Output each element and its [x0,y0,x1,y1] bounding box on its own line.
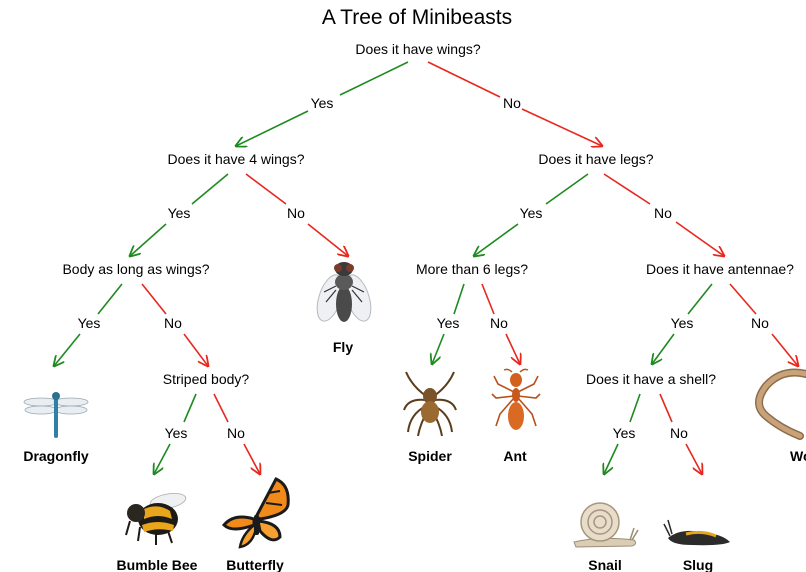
question-striped: Striped body? [163,371,249,387]
edge-more-legs-no-a [482,284,494,314]
edge-legs-no-b [676,222,724,256]
answer-no-wings: No [503,95,521,111]
edge-body-long-yes-a [98,284,122,314]
edge-striped-no-a [214,394,228,422]
edge-legs-yes-a [546,174,588,204]
animal-dragonfly: Dragonfly [23,448,88,464]
edge-wings-no-b [522,109,602,146]
edge-wings-yes-a [340,62,408,95]
edge-more-legs-yes-a [454,284,464,314]
answer-yes-wings: Yes [311,95,334,111]
question-legs: Does it have legs? [538,151,653,167]
answer-no-striped: No [227,425,245,441]
animal-butterfly: Butterfly [226,557,284,572]
spider-icon [402,370,458,438]
edge-four-wings-yes-a [192,174,228,204]
edge-body-long-no-b [184,334,208,366]
edge-body-long-yes-b [54,334,80,366]
answer-no-shell: No [670,425,688,441]
question-antennae: Does it have antennae? [646,261,794,277]
answer-no-more-legs: No [490,315,508,331]
edge-antennae-yes-b [652,334,674,364]
answer-yes-more-legs: Yes [437,315,460,331]
edge-legs-yes-b [474,224,518,256]
edge-legs-no-a [604,174,650,204]
edge-four-wings-no-a [246,174,286,204]
edge-more-legs-yes-b [432,334,444,364]
answer-yes-legs: Yes [520,205,543,221]
answer-yes-striped: Yes [165,425,188,441]
animal-worm: Worm [790,448,806,464]
edge-striped-no-b [244,444,260,474]
edge-shell-no-b [686,444,702,474]
dragonfly-icon [20,390,92,440]
edge-wings-yes-b [236,111,308,146]
answer-no-body-long: No [164,315,182,331]
animal-fly: Fly [333,339,353,355]
answer-no-antennae: No [751,315,769,331]
animal-snail: Snail [588,557,621,572]
edge-four-wings-no-b [308,224,348,256]
diagram-title: A Tree of Minibeasts [322,6,512,30]
edge-more-legs-no-b [506,334,520,364]
edge-four-wings-yes-b [130,224,166,256]
slug-icon [662,512,734,550]
question-shell: Does it have a shell? [586,371,716,387]
animal-slug: Slug [683,557,713,572]
edge-body-long-no-a [142,284,166,314]
answer-yes-body-long: Yes [78,315,101,331]
snail-icon [570,498,640,550]
worm-icon [752,366,806,440]
edge-striped-yes-a [184,394,196,422]
answer-yes-shell: Yes [613,425,636,441]
answer-no-four-wings: No [287,205,305,221]
animal-bumble-bee: Bumble Bee [117,557,198,572]
edge-striped-yes-b [154,444,170,474]
butterfly-icon [220,475,292,551]
ant-icon [490,368,542,438]
question-four-wings: Does it have 4 wings? [168,151,305,167]
edge-antennae-yes-a [688,284,712,314]
question-more-legs: More than 6 legs? [416,261,528,277]
animal-spider: Spider [408,448,452,464]
edge-wings-no-a [428,62,500,97]
fly-icon [316,258,372,330]
answer-yes-antennae: Yes [671,315,694,331]
bumble-bee-icon [118,485,194,547]
edge-shell-yes-b [604,444,618,474]
question-body-long: Body as long as wings? [62,261,209,277]
answer-no-legs: No [654,205,672,221]
answer-yes-four-wings: Yes [168,205,191,221]
edge-antennae-no-b [772,334,798,366]
edge-antennae-no-a [730,284,756,314]
question-wings: Does it have wings? [355,41,480,57]
animal-ant: Ant [503,448,526,464]
edge-shell-yes-a [630,394,640,422]
edge-shell-no-a [660,394,672,422]
